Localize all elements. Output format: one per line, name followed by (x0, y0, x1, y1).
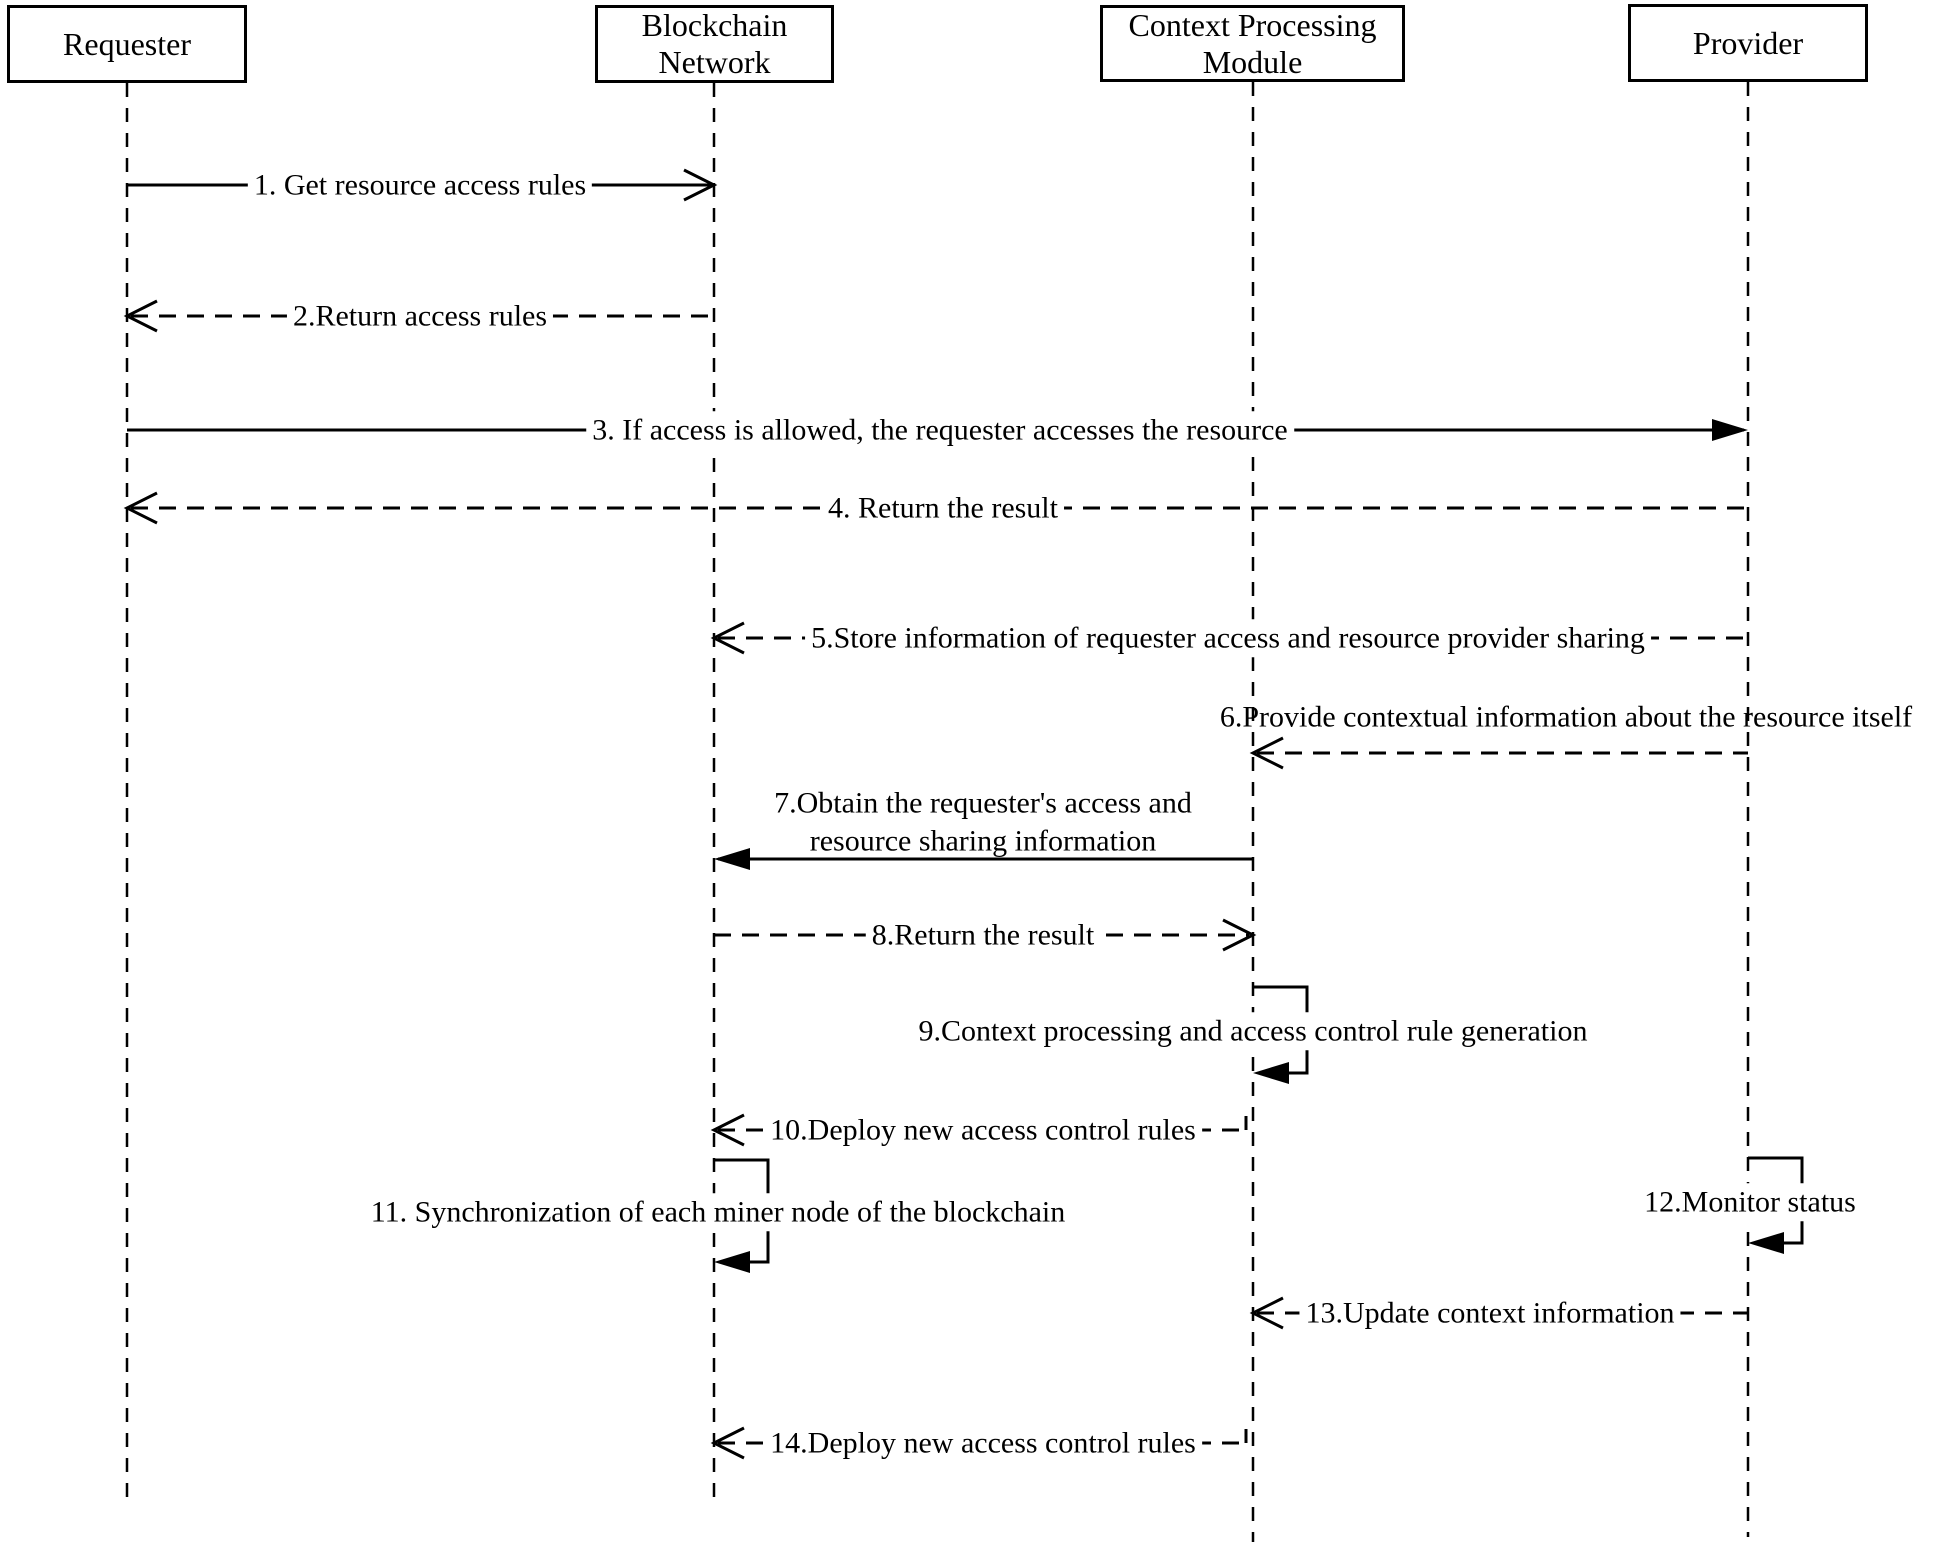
actor-blockchain-network-label: Blockchain Network (641, 7, 788, 80)
message-2-label: 2.Return access rules (286, 297, 554, 335)
message-4-arrow (123, 491, 1748, 525)
actor-context-processing-module-label: Context Processing Module (1128, 6, 1377, 80)
actor-context-processing-module: Context Processing Module (1100, 5, 1405, 82)
message-7-label: 7.Obtain the requester's access and reso… (774, 786, 1192, 858)
message-10-label: 10.Deploy new access control rules (764, 1111, 1202, 1149)
message-14-label: 14.Deploy new access control rules (764, 1424, 1202, 1462)
message-13-arrow (1249, 1296, 1748, 1330)
message-3-label: 3. If access is allowed, the requester a… (586, 411, 1294, 449)
message-7-arrow (714, 848, 1253, 870)
message-1-label: 1. Get resource access rules (247, 166, 593, 204)
message-6-label: 6.Provide contextual information about t… (1219, 700, 1913, 734)
message-5-label: 5.Store information of requester access … (805, 619, 1651, 657)
message-11-label: 11. Synchronization of each miner node o… (362, 1193, 1074, 1231)
actor-provider-label: Provider (1692, 24, 1804, 61)
actor-provider: Provider (1628, 4, 1868, 82)
message-9-label: 9.Context processing and access control … (910, 1012, 1596, 1050)
actor-requester-label: Requester (63, 25, 191, 62)
message-6-arrow (1249, 736, 1748, 770)
message-13-label: 13.Update context information (1299, 1294, 1681, 1332)
actor-requester: Requester (7, 5, 247, 83)
message-12-label: 12.Monitor status (1636, 1183, 1864, 1221)
actor-blockchain-network: Blockchain Network (595, 5, 834, 83)
message-8-label: 8.Return the result (865, 916, 1101, 954)
message-4-label: 4. Return the result (822, 489, 1064, 527)
